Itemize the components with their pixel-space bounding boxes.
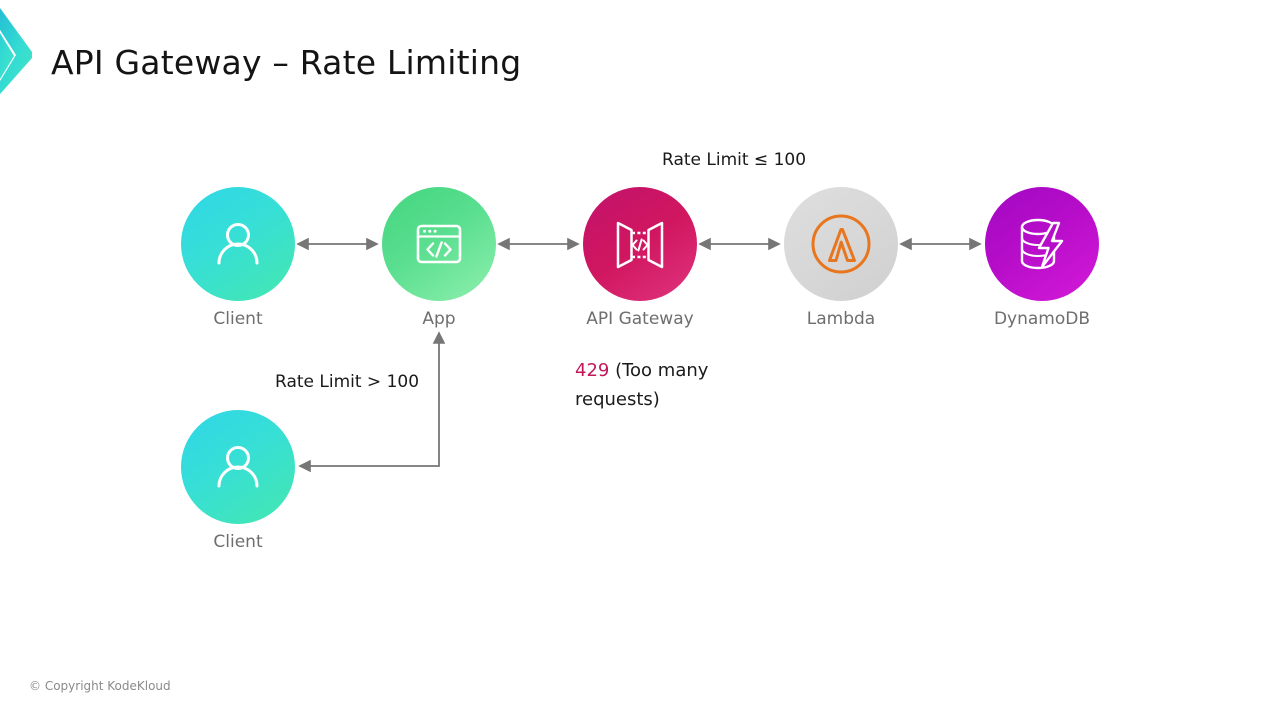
lambda-circle[interactable] [784,187,898,301]
node-lambda[interactable]: Lambda [784,187,898,329]
dynamodb-circle[interactable] [985,187,1099,301]
page-title: API Gateway – Rate Limiting [51,43,522,82]
node-dynamodb[interactable]: DynamoDB [985,187,1099,329]
node-client-top[interactable]: Client [181,187,295,329]
user-icon [217,446,259,488]
footer-copyright: © Copyright KodeKloud [29,679,171,693]
error-code-text: (Too many requests) [575,360,709,410]
app-label: App [422,309,456,329]
app-circle[interactable] [382,187,496,301]
client-bottom-circle[interactable] [181,410,295,524]
node-client-bottom[interactable]: Client [181,410,295,552]
lambda-label: Lambda [806,309,876,329]
error-code-429: 429 [575,360,610,381]
api-gateway-label: API Gateway [586,309,694,329]
edge-label-rate-limit-over: Rate Limit > 100 [275,372,420,392]
code-window-icon [416,224,462,264]
client-bottom-label: Client [213,532,263,552]
node-api-gateway[interactable]: API Gateway [583,187,697,329]
api-gateway-circle[interactable] [583,187,697,301]
edge-label-rate-limit-ok: Rate Limit ≤ 100 [662,150,807,170]
error-annotation: 429 (Too many requests) [575,356,755,414]
client-top-label: Client [213,309,263,329]
lambda-icon [811,214,871,274]
client-top-circle[interactable] [181,187,295,301]
dynamodb-icon [1020,218,1064,270]
api-gateway-icon [616,221,664,269]
user-icon [217,223,259,265]
dynamodb-label: DynamoDB [993,309,1091,329]
node-app[interactable]: App [382,187,496,329]
